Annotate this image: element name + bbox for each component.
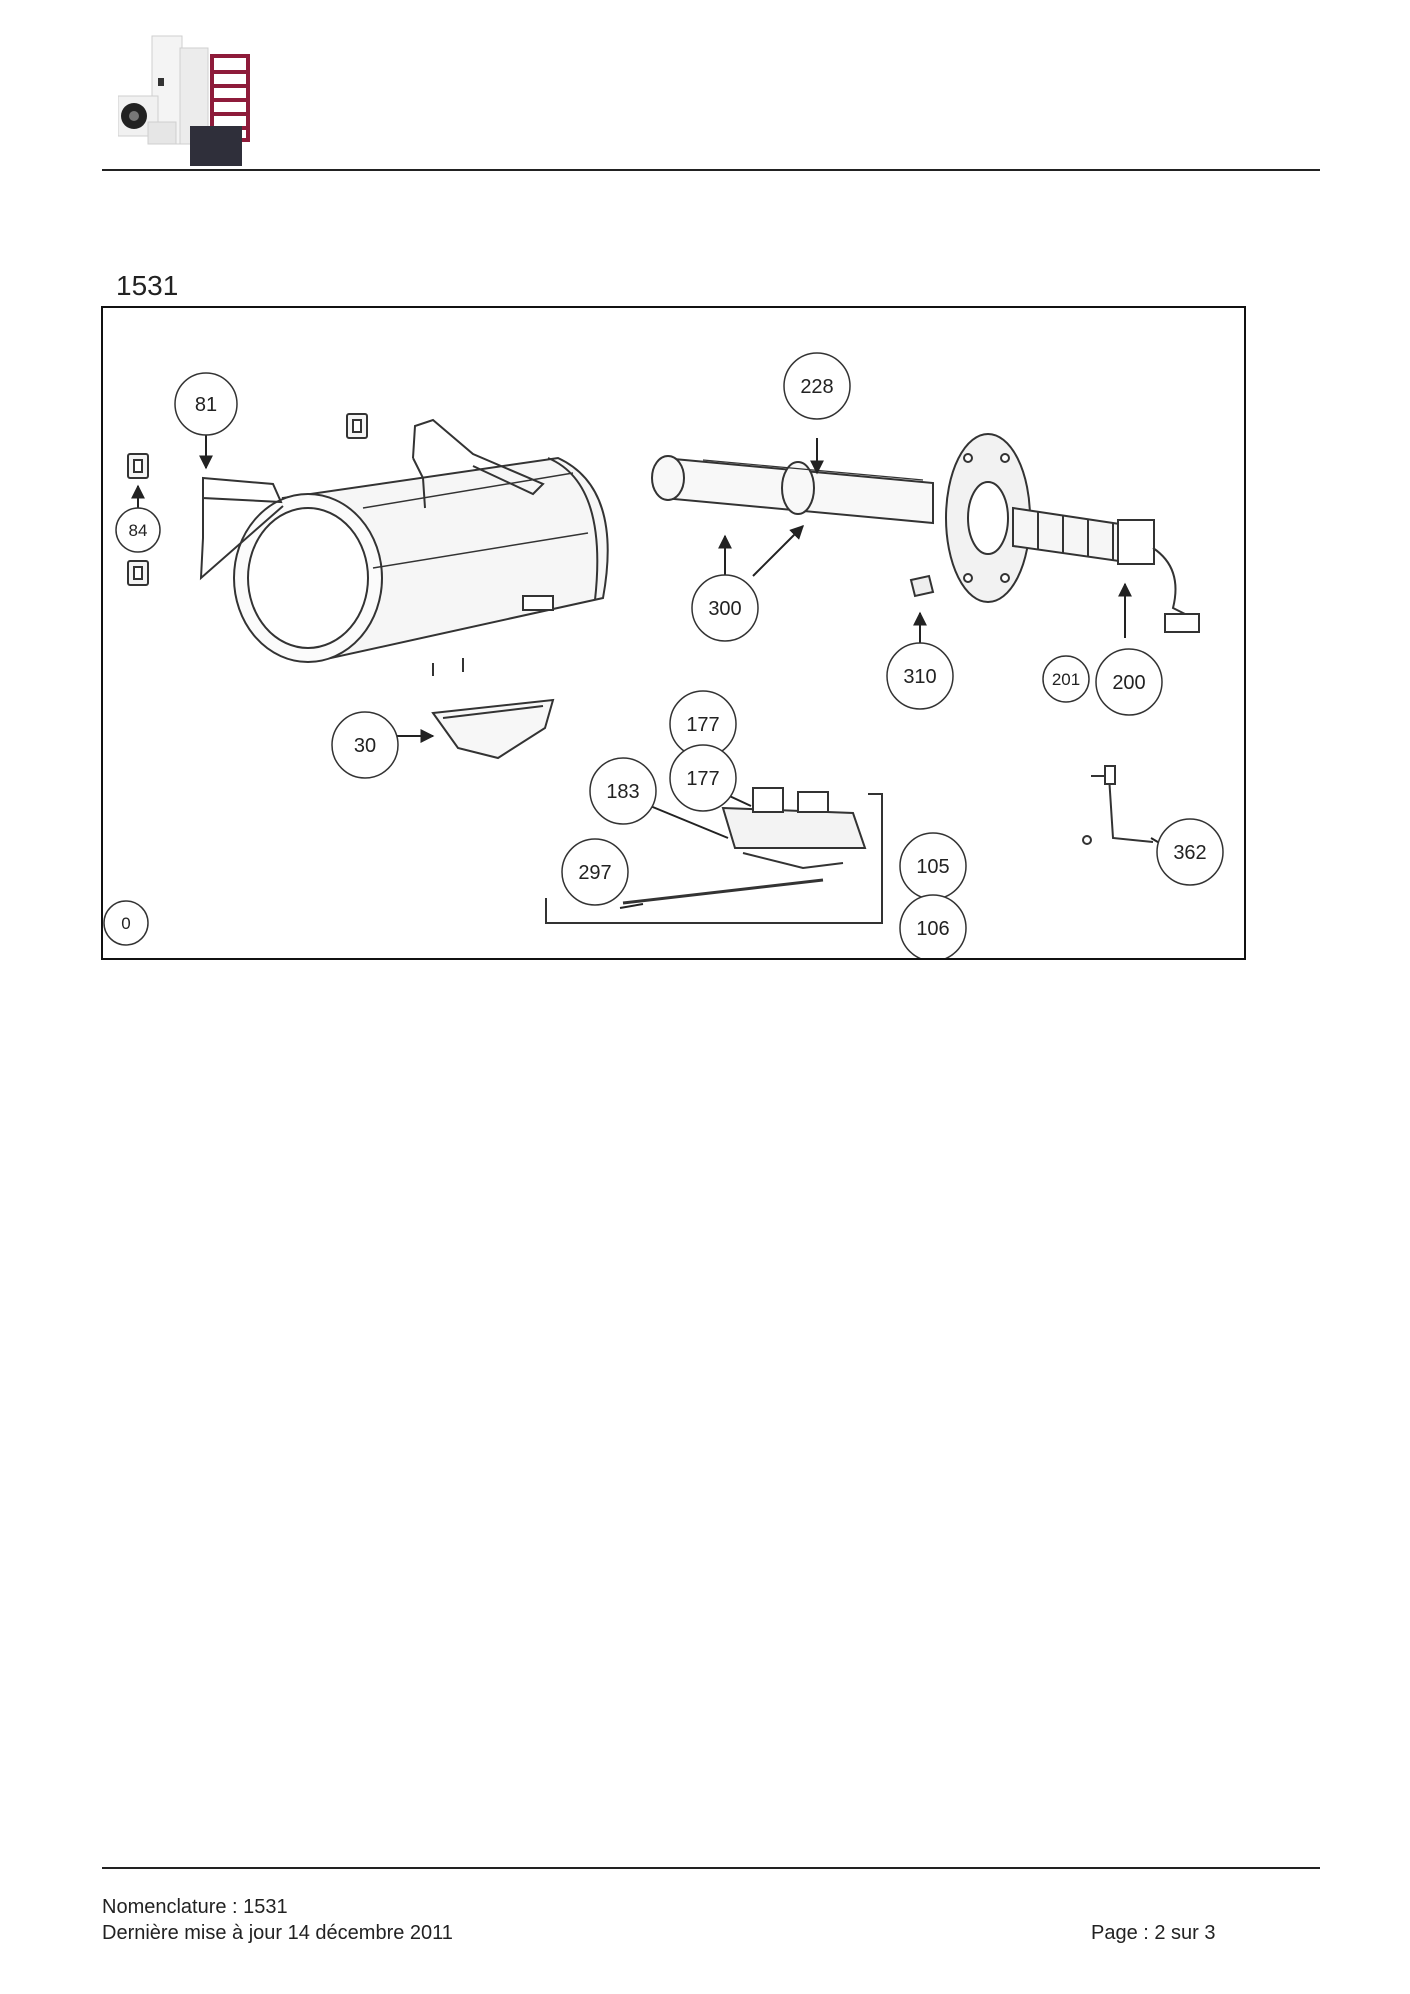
svg-text:228: 228 <box>800 376 833 398</box>
svg-text:183: 183 <box>606 781 639 803</box>
group-bracket <box>545 793 883 924</box>
svg-text:300: 300 <box>708 598 741 620</box>
heating-element <box>1012 506 1200 633</box>
water-tank <box>233 456 609 676</box>
callout-81: 81 <box>174 372 238 436</box>
callout-201: 201 <box>1042 655 1090 703</box>
svg-text:81: 81 <box>195 394 217 416</box>
callout-105: 105 <box>899 832 967 900</box>
callout-84: 84 <box>115 507 161 553</box>
callout-200: 200 <box>1095 648 1163 716</box>
header-rule <box>102 169 1320 171</box>
svg-text:362: 362 <box>1173 842 1206 864</box>
flange-plate <box>945 433 1031 603</box>
exploded-diagram: 81 84 228 300 310 201 200 30 <box>101 306 1246 960</box>
callout-228: 228 <box>783 352 851 420</box>
svg-text:177: 177 <box>686 768 719 790</box>
callout-177-lower: 177 <box>669 744 737 812</box>
footer-last-updated: Dernière mise à jour 14 décembre 2011 <box>102 1922 453 1944</box>
drain-tray <box>431 698 555 760</box>
anode-tube <box>651 455 934 525</box>
footer-rule <box>102 1867 1320 1869</box>
footer-nomenclature: Nomenclature : 1531 <box>102 1896 288 1918</box>
leader-lines <box>131 434 1169 909</box>
svg-text:84: 84 <box>129 521 148 540</box>
sensor-cable <box>1082 765 1154 845</box>
callout-106: 106 <box>899 894 967 958</box>
callout-183: 183 <box>589 757 657 825</box>
svg-text:106: 106 <box>916 918 949 940</box>
svg-text:30: 30 <box>354 735 376 757</box>
callout-30: 30 <box>331 711 399 779</box>
svg-text:310: 310 <box>903 666 936 688</box>
svg-text:297: 297 <box>578 862 611 884</box>
svg-text:177: 177 <box>686 714 719 736</box>
svg-text:200: 200 <box>1112 672 1145 694</box>
mounting-clips <box>127 413 368 586</box>
callout-362: 362 <box>1156 818 1224 886</box>
figure-title: 1531 <box>116 270 179 301</box>
svg-text:0: 0 <box>121 914 130 933</box>
callout-177-upper: 177 <box>669 690 737 758</box>
thermostat-clip <box>909 574 935 598</box>
svg-text:201: 201 <box>1052 670 1080 689</box>
footer-page-number: Page : 2 sur 3 <box>1091 1922 1216 1944</box>
wall-brackets <box>199 418 545 581</box>
svg-text:105: 105 <box>916 856 949 878</box>
callout-300: 300 <box>691 574 759 642</box>
callout-310: 310 <box>886 642 954 710</box>
brand-logo <box>117 34 258 168</box>
control-board <box>721 787 867 870</box>
sensor-probe <box>622 878 824 905</box>
callout-0: 0 <box>103 900 149 946</box>
callout-297: 297 <box>561 838 629 906</box>
diagram-canvas: 81 84 228 300 310 201 200 30 <box>103 352 1224 958</box>
